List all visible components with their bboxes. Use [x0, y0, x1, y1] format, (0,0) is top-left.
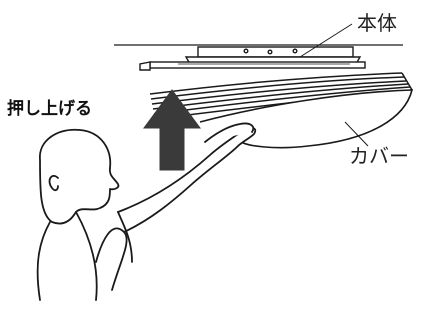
leader-line-body [299, 23, 353, 58]
body-label: 本体 [357, 11, 397, 35]
leader-line-cover [344, 121, 369, 147]
cover-label: カバー [349, 144, 409, 168]
up-arrow-icon [143, 89, 201, 171]
person-figure [36, 122, 257, 301]
push-up-label: 押し上げる [7, 99, 92, 119]
fixture-body [139, 46, 366, 71]
